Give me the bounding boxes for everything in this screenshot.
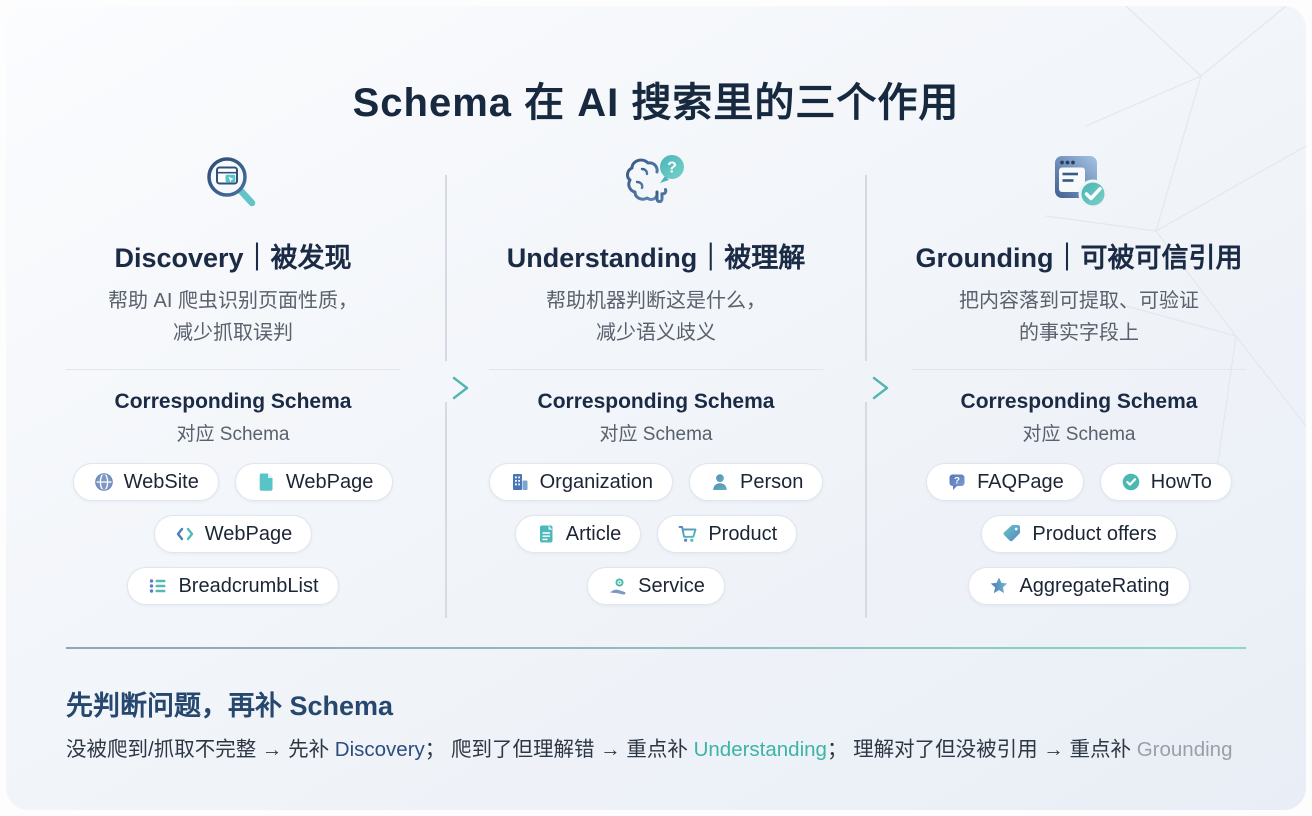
column-divider-1-bottom <box>445 402 447 618</box>
column-grounding: Grounding｜可被可信引用 把内容落到可提取、可验证 的事实字段上 Cor… <box>912 152 1246 605</box>
check-circle-icon <box>1122 473 1140 491</box>
footer-seg-1: 没被爬到/抓取不完整 → 先补 <box>66 738 335 761</box>
schema-pill-label: Product offers <box>1032 522 1157 545</box>
keyword-grounding: Grounding <box>1136 738 1233 761</box>
magnifier-browser-icon <box>207 157 256 207</box>
column-understanding: ? Understanding｜被理解 帮助机器判断这是什么， 减少语义歧义 C… <box>488 152 824 605</box>
column-discovery: Discovery｜被发现 帮助 AI 爬虫识别页面性质， 减少抓取误判 Cor… <box>66 152 400 605</box>
service-hand-icon <box>610 578 626 595</box>
pill-row: WebPage <box>153 515 313 553</box>
schema-pill-label: Article <box>565 522 622 545</box>
document-check-icon <box>1055 156 1108 209</box>
schema-pill-label: AggregateRating <box>1019 574 1170 597</box>
globe-icon <box>94 473 113 491</box>
desc-line-2: 减少抓取误判 <box>172 322 293 344</box>
schema-pill-person: Person <box>689 463 824 501</box>
schema-pill-label: Person <box>740 470 804 493</box>
star-icon <box>991 577 1008 594</box>
schema-pill-aggregaterating: AggregateRating <box>968 567 1190 605</box>
footer-divider <box>66 647 1246 649</box>
schema-pill-website: WebSite <box>72 463 219 501</box>
schema-pill-label: WebPage <box>285 470 374 493</box>
article-icon <box>539 525 553 543</box>
column-description: 把内容落到可提取、可验证 的事实字段上 <box>959 285 1199 349</box>
desc-line-1: 帮助机器判断这是什么， <box>546 290 766 312</box>
schema-pill-service: Service <box>587 567 725 605</box>
desc-line-1: 帮助 AI 爬虫识别页面性质， <box>107 290 358 312</box>
footer-seg-3: ； 理解对了但没被引用 → 重点补 <box>826 738 1137 761</box>
pill-row: Organization Person <box>488 463 824 501</box>
corresponding-schema-label: Corresponding Schema <box>114 390 352 413</box>
pill-row: BreadcrumbList <box>127 567 339 605</box>
schema-pill-list: WebSite WebPage <box>72 463 394 605</box>
schema-pill-label: Service <box>638 574 705 597</box>
column-inner-divider <box>489 369 823 370</box>
column-heading: Discovery｜被发现 <box>114 243 352 273</box>
column-heading: Understanding｜被理解 <box>506 243 806 273</box>
desc-line-2: 的事实字段上 <box>1019 322 1139 344</box>
schema-pill-list: Organization Person <box>488 463 824 605</box>
column-description: 帮助机器判断这是什么， 减少语义歧义 <box>546 285 766 349</box>
corresponding-schema-label-zh: 对应 Schema <box>599 424 713 445</box>
building-icon <box>512 474 528 490</box>
schema-pill-article: Article <box>514 515 642 553</box>
brain-question-icon: ? <box>626 155 684 204</box>
column-divider-2-bottom <box>865 402 867 618</box>
corresponding-schema-label-zh: 对应 Schema <box>1022 424 1136 445</box>
flow-arrow-icon <box>838 376 889 400</box>
footer-heading: 先判断问题，再补 Schema <box>66 691 394 721</box>
column-inner-divider <box>912 369 1246 370</box>
schema-pill-breadcrumblist: BreadcrumbList <box>127 567 339 605</box>
pill-row: ? FAQPage HowTo <box>926 463 1232 501</box>
desc-line-1: 把内容落到可提取、可验证 <box>959 290 1199 312</box>
column-description: 帮助 AI 爬虫识别页面性质， 减少抓取误判 <box>108 285 358 349</box>
schema-pill-webpage: WebPage <box>234 463 394 501</box>
schema-pill-webpage-code: WebPage <box>153 515 313 553</box>
polygon-mesh-decoration <box>1045 6 1306 477</box>
corresponding-schema-label: Corresponding Schema <box>537 390 775 413</box>
svg-text:?: ? <box>667 160 677 177</box>
column-divider-2-top <box>865 175 867 361</box>
schema-pill-product-offers: Product offers <box>981 515 1177 553</box>
schema-pill-faqpage: ? FAQPage <box>926 463 1084 501</box>
schema-pill-label: HowTo <box>1150 470 1212 493</box>
pill-row: Service <box>587 567 725 605</box>
desc-line-2: 减少语义歧义 <box>596 322 716 344</box>
footer-seg-2: ； 爬到了但理解错 → 重点补 <box>424 738 694 761</box>
schema-pill-label: WebPage <box>204 522 293 545</box>
schema-pill-label: FAQPage <box>977 470 1064 493</box>
tag-icon <box>1004 524 1021 542</box>
page-title: Schema 在 AI 搜索里的三个作用 <box>352 81 960 125</box>
schema-pill-label: WebSite <box>123 470 199 493</box>
breadcrumb-list-icon <box>150 579 166 593</box>
file-icon <box>259 473 273 491</box>
keyword-discovery: Discovery <box>334 738 425 761</box>
schema-pill-label: Organization <box>539 470 654 493</box>
pill-row: AggregateRating <box>968 567 1190 605</box>
infographic-panel <box>6 6 1306 810</box>
pill-row: Article Product <box>514 515 798 553</box>
code-icon <box>176 527 193 541</box>
schema-pill-howto: HowTo <box>1099 463 1232 501</box>
pill-row: Product offers <box>981 515 1177 553</box>
person-icon <box>713 474 727 490</box>
keyword-understanding: Understanding <box>693 738 827 761</box>
corresponding-schema-label: Corresponding Schema <box>960 390 1198 413</box>
flow-arrow-icon <box>418 376 469 400</box>
schema-pill-list: ? FAQPage HowTo <box>926 463 1232 605</box>
column-inner-divider <box>66 369 400 370</box>
column-divider-1-top <box>445 175 447 361</box>
schema-pill-label: Product <box>708 522 778 545</box>
schema-pill-product: Product <box>657 515 798 553</box>
cart-icon <box>678 526 697 542</box>
pill-row: WebSite WebPage <box>72 463 394 501</box>
schema-pill-label: BreadcrumbList <box>178 574 319 597</box>
footer-advice-text: 没被爬到/抓取不完整 → 先补 Discovery； 爬到了但理解错 → 重点补… <box>66 732 1232 762</box>
svg-text:?: ? <box>954 476 960 487</box>
column-heading: Grounding｜可被可信引用 <box>915 243 1243 273</box>
faq-bubble-icon: ? <box>949 474 965 490</box>
schema-pill-organization: Organization <box>488 463 674 501</box>
corresponding-schema-label-zh: 对应 Schema <box>176 424 290 445</box>
